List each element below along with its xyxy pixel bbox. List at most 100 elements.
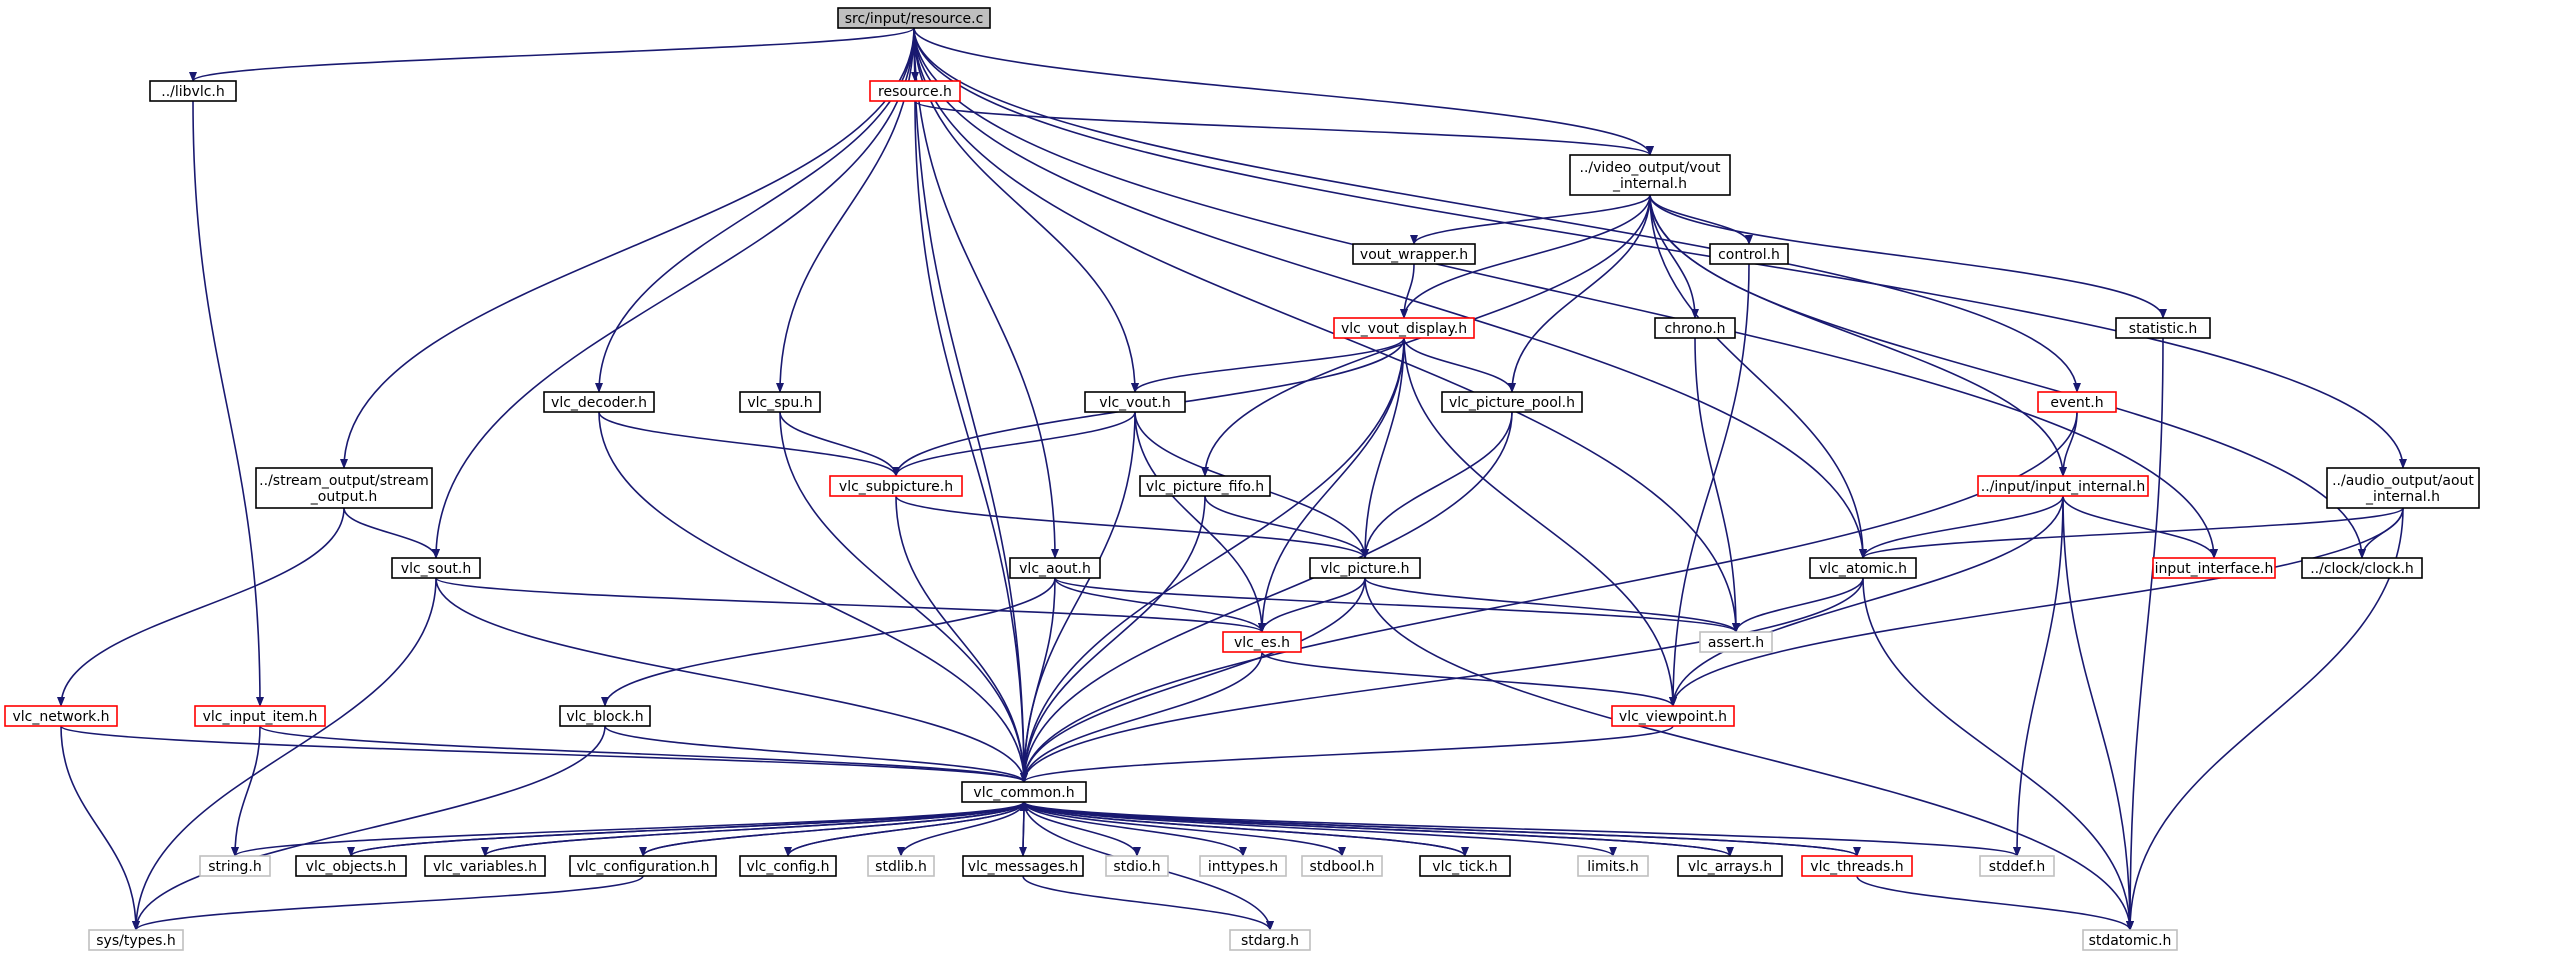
- node-statistic[interactable]: statistic.h: [2115, 317, 2211, 339]
- edge-input_internal-to-vlc_viewpoint: [1669, 495, 2064, 707]
- node-input_interface[interactable]: input_interface.h: [2152, 557, 2276, 579]
- node-label-vlc_es: vlc_es.h: [1234, 635, 1290, 651]
- node-label-vlc_decoder: vlc_decoder.h: [551, 395, 647, 411]
- node-label-vlc_variables: vlc_variables.h: [433, 859, 537, 875]
- edge-vlc_common-to-stddef: [1023, 801, 2021, 857]
- node-vlc_objects[interactable]: vlc_objects.h: [295, 855, 407, 877]
- node-input_internal[interactable]: ../input/input_internal.h: [1977, 475, 2149, 497]
- node-vlc_vout_display[interactable]: vlc_vout_display.h: [1333, 317, 1475, 339]
- node-vlc_atomic[interactable]: vlc_atomic.h: [1809, 557, 1917, 579]
- node-sys_types[interactable]: sys/types.h: [88, 929, 184, 951]
- node-label-vout_internal-1: _internal.h: [1612, 176, 1687, 192]
- node-vlc_arrays[interactable]: vlc_arrays.h: [1677, 855, 1783, 877]
- node-string[interactable]: string.h: [199, 855, 271, 877]
- node-box-statistic: [2115, 317, 2211, 339]
- node-stream_output[interactable]: ../stream_output/stream_output.h: [255, 467, 433, 509]
- node-label-root: src/input/resource.c: [845, 11, 984, 27]
- node-clock[interactable]: ../clock/clock.h: [2301, 557, 2423, 579]
- edge-chrono-to-assert: [1694, 337, 1740, 633]
- node-stdarg[interactable]: stdarg.h: [1229, 929, 1311, 951]
- node-limits[interactable]: limits.h: [1577, 855, 1649, 877]
- node-vlc_common[interactable]: vlc_common.h: [961, 781, 1087, 803]
- node-vlc_decoder[interactable]: vlc_decoder.h: [543, 391, 655, 413]
- node-label-vlc_messages: vlc_messages.h: [968, 859, 1078, 875]
- edge-vlc_picture-to-stdatomic: [1364, 577, 2134, 931]
- node-vlc_vout[interactable]: vlc_vout.h: [1084, 391, 1186, 413]
- node-stdbool[interactable]: stdbool.h: [1301, 855, 1383, 877]
- edge-statistic-to-stdatomic: [2126, 337, 2164, 931]
- edge-vlc_subpicture-to-vlc_common: [895, 495, 1028, 783]
- node-assert[interactable]: assert.h: [1699, 631, 1773, 653]
- edge-event-to-input_internal: [2059, 411, 2078, 477]
- node-vout_wrapper[interactable]: vout_wrapper.h: [1352, 243, 1476, 265]
- node-vout_internal[interactable]: ../video_output/vout_internal.h: [1569, 154, 1731, 196]
- node-event[interactable]: event.h: [2037, 391, 2117, 413]
- node-vlc_tick[interactable]: vlc_tick.h: [1419, 855, 1511, 877]
- node-vlc_picture[interactable]: vlc_picture.h: [1309, 557, 1421, 579]
- node-inttypes[interactable]: inttypes.h: [1199, 855, 1287, 877]
- node-stdatomic[interactable]: stdatomic.h: [2082, 929, 2178, 951]
- edge-vlc_network-to-vlc_common: [60, 725, 1028, 783]
- node-box-vout_internal: [1569, 154, 1731, 196]
- node-box-stdlib: [867, 855, 935, 877]
- node-vlc_input_item[interactable]: vlc_input_item.h: [194, 705, 326, 727]
- node-box-vlc_vout_display: [1333, 317, 1475, 339]
- node-vlc_picture_pool[interactable]: vlc_picture_pool.h: [1441, 391, 1583, 413]
- node-root[interactable]: src/input/resource.c: [837, 7, 991, 29]
- edge-vlc_config-to-vlc_common: [787, 801, 1028, 857]
- node-box-stdatomic: [2082, 929, 2178, 951]
- node-label-statistic: statistic.h: [2129, 321, 2197, 337]
- node-stddef[interactable]: stddef.h: [1979, 855, 2055, 877]
- node-box-stdarg: [1229, 929, 1311, 951]
- node-chrono[interactable]: chrono.h: [1654, 317, 1736, 339]
- node-stdlib[interactable]: stdlib.h: [867, 855, 935, 877]
- node-label-vlc_viewpoint: vlc_viewpoint.h: [1619, 709, 1727, 725]
- node-box-vlc_network: [4, 705, 118, 727]
- edge-vout_internal-to-vlc_picture_pool: [1508, 194, 1651, 393]
- node-vlc_variables[interactable]: vlc_variables.h: [424, 855, 546, 877]
- edge-control-to-vlc_viewpoint: [1669, 263, 1750, 707]
- node-box-aout_internal: [2326, 467, 2480, 509]
- edge-vout_internal-to-clock: [1649, 194, 2366, 559]
- node-box-vlc_picture_pool: [1441, 391, 1583, 413]
- node-vlc_block[interactable]: vlc_block.h: [559, 705, 651, 727]
- node-aout_internal[interactable]: ../audio_output/aout_internal.h: [2326, 467, 2480, 509]
- edge-vlc_aout-to-vlc_common: [1020, 577, 1056, 783]
- node-label-stdbool: stdbool.h: [1310, 859, 1375, 875]
- node-label-vlc_threads: vlc_threads.h: [1810, 859, 1903, 875]
- node-libvlc[interactable]: ../libvlc.h: [149, 80, 237, 102]
- node-box-sys_types: [88, 929, 184, 951]
- node-vlc_messages[interactable]: vlc_messages.h: [962, 855, 1084, 877]
- node-vlc_configuration[interactable]: vlc_configuration.h: [569, 855, 717, 877]
- edge-root-to-vlc_common: [913, 27, 1028, 783]
- edge-input_internal-to-vlc_atomic: [1859, 495, 2064, 559]
- node-vlc_aout[interactable]: vlc_aout.h: [1009, 557, 1101, 579]
- node-label-assert: assert.h: [1708, 635, 1764, 651]
- node-label-limits: limits.h: [1587, 859, 1638, 875]
- node-stdio[interactable]: stdio.h: [1105, 855, 1169, 877]
- node-vlc_es[interactable]: vlc_es.h: [1222, 631, 1302, 653]
- node-control[interactable]: control.h: [1709, 243, 1789, 265]
- node-vlc_subpicture[interactable]: vlc_subpicture.h: [829, 475, 963, 497]
- edge-vlc_atomic-to-assert: [1732, 577, 1864, 633]
- node-box-vlc_common: [961, 781, 1087, 803]
- edge-vlc_es-to-vlc_common: [1020, 651, 1263, 783]
- node-vlc_network[interactable]: vlc_network.h: [4, 705, 118, 727]
- node-vlc_spu[interactable]: vlc_spu.h: [739, 391, 821, 413]
- node-vlc_config[interactable]: vlc_config.h: [739, 855, 837, 877]
- node-label-stdlib: stdlib.h: [875, 859, 927, 875]
- node-box-vlc_subpicture: [829, 475, 963, 497]
- node-box-vlc_spu: [739, 391, 821, 413]
- node-label-vlc_picture: vlc_picture.h: [1320, 561, 1409, 577]
- node-vlc_viewpoint[interactable]: vlc_viewpoint.h: [1611, 705, 1735, 727]
- edge-stream_output-to-vlc_sout: [343, 507, 440, 559]
- node-vlc_picture_fifo[interactable]: vlc_picture_fifo.h: [1139, 475, 1271, 497]
- node-vlc_threads[interactable]: vlc_threads.h: [1801, 855, 1913, 877]
- edge-root-to-input_interface: [913, 27, 2218, 559]
- node-resource[interactable]: resource.h: [869, 80, 961, 102]
- edge-vlc_sout-to-vlc_common: [435, 577, 1028, 783]
- node-vlc_sout[interactable]: vlc_sout.h: [391, 557, 481, 579]
- edge-vlc_block-to-sys_types: [132, 725, 606, 931]
- edge-libvlc-to-vlc_input_item: [192, 100, 264, 707]
- node-box-inttypes: [1199, 855, 1287, 877]
